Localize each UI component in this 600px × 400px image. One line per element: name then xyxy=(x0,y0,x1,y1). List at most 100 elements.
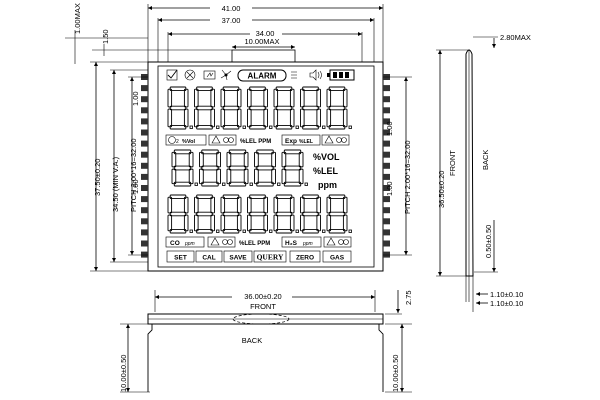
pin xyxy=(383,129,390,136)
pin xyxy=(141,129,148,136)
dim-tab-width: 10.00MAX xyxy=(244,37,279,46)
seven-segment-digit xyxy=(199,149,226,187)
pin-right xyxy=(378,324,384,392)
key-save: SAVE xyxy=(229,255,247,262)
pct-vol-label: %VOL xyxy=(313,152,340,162)
pin xyxy=(383,185,390,191)
seven-segment-digit xyxy=(281,149,308,187)
pin xyxy=(383,162,390,169)
pin xyxy=(383,96,390,103)
digit-row-2 xyxy=(171,149,308,187)
co-label: CO xyxy=(170,240,180,247)
seven-segment-digit xyxy=(247,86,273,130)
seven-segment-digit xyxy=(171,149,198,187)
dim-pitch-left: PITCH 2.00*16=32.00 xyxy=(129,138,138,212)
dim-viewing-height: 34.50 (MIN V.A.) xyxy=(111,156,120,212)
dim-side-height: 36.50±0.20 xyxy=(437,171,446,208)
key-set: SET xyxy=(174,255,187,262)
warn-box-1 xyxy=(208,134,237,146)
signal-icon xyxy=(291,71,297,79)
pin xyxy=(141,107,148,114)
seven-segment-digit xyxy=(194,86,220,130)
check-icon xyxy=(166,69,178,81)
seven-segment-digit xyxy=(300,194,326,234)
warn-box-4 xyxy=(323,236,352,248)
pin xyxy=(383,218,390,225)
pin xyxy=(141,196,148,203)
warn-box-3 xyxy=(207,236,236,248)
dim-frame-width: 37.00 xyxy=(222,16,241,25)
pin xyxy=(383,207,390,214)
battery-charge-icon xyxy=(203,70,216,80)
label-row-2: CO ppm %LEL PPM H₂S ppm xyxy=(165,236,352,248)
label-row-1: 2 %Vol %LEL PPM Exp %LEL xyxy=(165,134,350,146)
digit-row-1 xyxy=(167,86,352,130)
pin xyxy=(383,196,390,203)
side-front-label: FRONT xyxy=(448,150,457,176)
pin xyxy=(141,207,148,214)
seven-segment-digit xyxy=(254,149,281,187)
warn-box-2 xyxy=(321,134,350,146)
seven-segment-digit xyxy=(220,86,246,130)
seven-segment-digit xyxy=(167,86,193,130)
exp-label: Exp xyxy=(285,138,297,145)
bottom-view: 36.00±0.20 FRONT BACK 10.00±0.50 10.00±0… xyxy=(119,290,413,393)
side-back-label: BACK xyxy=(481,150,490,170)
pin xyxy=(141,251,148,258)
alarm-label: ALARM xyxy=(248,72,277,81)
dim-side-top: 2.80MAX xyxy=(500,33,531,42)
pin xyxy=(141,185,148,191)
pin xyxy=(383,151,390,158)
dim-overall-width: 41.00 xyxy=(222,4,241,13)
alarm-indicator: ALARM xyxy=(237,69,287,82)
pin xyxy=(383,229,390,236)
pin xyxy=(141,229,148,236)
pin xyxy=(383,107,390,114)
pin xyxy=(141,96,148,103)
digit-row-3 xyxy=(167,194,352,234)
h2s-unit: ppm xyxy=(302,241,313,247)
left-dimensions: 37.50±0.20 34.50 (MIN V.A.) PITCH 2.00*1… xyxy=(90,61,148,272)
o2-vol-label: %Vol xyxy=(182,139,196,145)
pin xyxy=(141,140,148,147)
speaker-icon xyxy=(309,69,322,81)
fan-icon xyxy=(220,69,232,81)
key-gas: GAS xyxy=(330,255,345,262)
seven-segment-digit xyxy=(273,194,299,234)
pin xyxy=(383,173,390,180)
dim-top-offset: 1.00MAX xyxy=(73,3,82,34)
pin xyxy=(383,240,390,247)
dim-side-thick-2: 1.10±0.10 xyxy=(490,299,523,308)
pins-right xyxy=(383,74,390,258)
key-cal: CAL xyxy=(202,255,215,262)
key-query: QUERY xyxy=(257,253,284,262)
pin xyxy=(141,118,148,125)
pin xyxy=(141,151,148,158)
bottom-back-label: BACK xyxy=(242,336,262,345)
dim-pitch-right: PITCH 2.00*16=32.00 xyxy=(403,140,412,214)
seven-segment-digit xyxy=(194,194,220,234)
side-view: 36.50±0.20 FRONT BACK 2.80MAX 0.50±0.50 … xyxy=(436,33,531,312)
seven-segment-digit xyxy=(326,86,352,130)
seven-segment-digit xyxy=(247,194,273,234)
dim-pin-gap-top-right: 1.00 xyxy=(385,121,394,136)
pin xyxy=(383,118,390,125)
pin xyxy=(141,162,148,169)
dim-pin-len-left: 10.00±0.50 xyxy=(119,355,128,392)
o2-subscript: 2 xyxy=(176,139,179,145)
dim-bottom-width: 36.00±0.20 xyxy=(244,292,281,301)
lel-ppm-label-2: %LEL PPM xyxy=(239,241,270,247)
pin xyxy=(141,240,148,247)
pin-left xyxy=(147,324,153,392)
detail-ellipse xyxy=(232,313,290,325)
pin xyxy=(383,140,390,147)
dim-pin-gap-bottom-right: 1.00 xyxy=(385,181,394,196)
icon-row: ALARM xyxy=(166,69,355,82)
cross-circle-icon xyxy=(184,69,196,81)
dim-pin-gap-top-left: 1.00 xyxy=(131,91,140,106)
seven-segment-digit xyxy=(167,194,193,234)
exp-unit: %LEL xyxy=(299,139,313,145)
lel-ppm-label-1: %LEL PPM xyxy=(240,139,271,145)
